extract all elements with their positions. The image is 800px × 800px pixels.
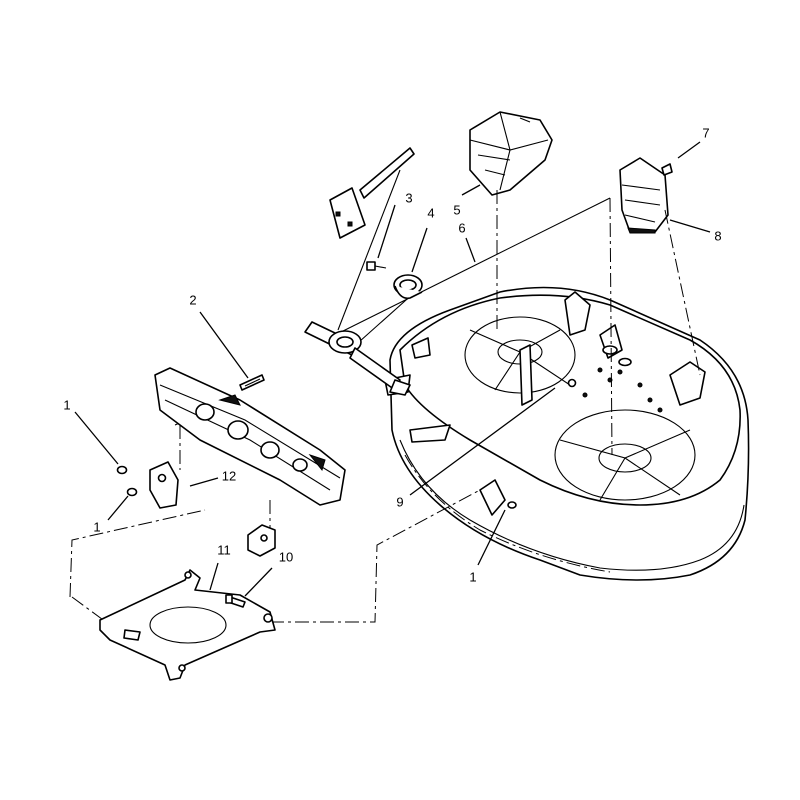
spindle-pulley	[304, 321, 411, 396]
leader-lines	[74, 141, 711, 597]
callout-9: 9	[396, 494, 404, 510]
callout-12: 12	[221, 468, 237, 484]
hanger-bracket	[154, 367, 346, 506]
nut-1-upper	[116, 465, 128, 475]
mount-bracket-lower	[247, 524, 276, 557]
callout-1-deck: 1	[469, 569, 477, 585]
callout-4: 4	[427, 205, 435, 221]
callout-7: 7	[702, 125, 710, 141]
deflector-shield-5	[469, 111, 553, 196]
callout-11: 11	[217, 542, 231, 558]
screw-7	[661, 163, 673, 176]
callout-3: 3	[405, 190, 413, 206]
mount-bracket-12	[149, 461, 179, 509]
callout-6: 6	[458, 220, 466, 236]
callout-8: 8	[714, 228, 722, 244]
callout-2: 2	[189, 292, 197, 308]
callout-1-lower-left: 1	[93, 519, 101, 535]
deflector-shield-8	[619, 157, 669, 234]
bolt-2	[239, 374, 265, 391]
belt-guide-bracket	[329, 147, 415, 239]
callout-1-upper-left: 1	[63, 397, 71, 413]
mower-deck	[384, 286, 750, 581]
deck-plate-11	[99, 569, 276, 681]
pulley-bolt	[366, 261, 387, 271]
bolt-10	[225, 594, 246, 608]
callout-10: 10	[278, 549, 294, 565]
nut-1-lower	[126, 487, 138, 497]
callout-5: 5	[453, 202, 461, 218]
idler-pulley	[393, 274, 423, 300]
